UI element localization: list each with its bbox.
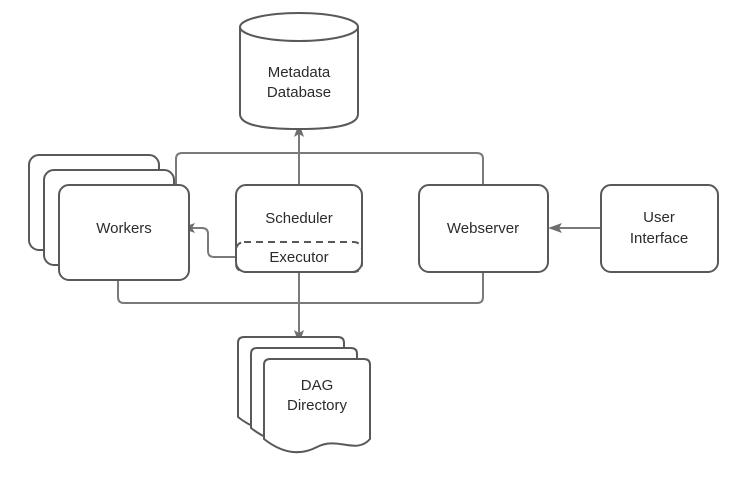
dag-directory-label-line1: DAG (301, 377, 334, 394)
connector-workers-to-dag (117, 272, 484, 304)
user-interface-label-line1: User (643, 209, 675, 226)
connector-group-ui-webserver (548, 223, 601, 233)
node-user-interface[interactable]: User Interface (600, 184, 719, 273)
node-workers[interactable]: Workers (28, 154, 190, 281)
node-metadata-database[interactable]: Metadata Database (239, 12, 359, 130)
user-interface-box (600, 184, 719, 273)
workers-stack-front (58, 184, 190, 281)
scheduler-label: Scheduler (265, 210, 333, 227)
webserver-box (418, 184, 549, 273)
arrowhead-to-webserver (548, 223, 562, 233)
scheduler-box (235, 184, 363, 273)
node-scheduler[interactable]: Scheduler (235, 184, 363, 273)
connector-workers-to-metadata (175, 152, 484, 192)
executor-box (235, 241, 363, 273)
user-interface-label-line2: Interface (630, 230, 688, 247)
node-executor[interactable]: Executor (235, 241, 363, 273)
cylinder-top (239, 12, 359, 42)
webserver-label: Webserver (447, 220, 519, 237)
dag-document-front (263, 358, 371, 454)
node-webserver[interactable]: Webserver (418, 184, 549, 273)
connector-group-top (175, 123, 484, 192)
connector-executor-to-workers (190, 227, 236, 258)
executor-label: Executor (269, 249, 328, 266)
workers-label: Workers (96, 220, 152, 237)
cylinder-body (239, 26, 359, 130)
node-dag-directory[interactable]: DAG Directory (237, 336, 371, 454)
connector-group-bottom (117, 272, 484, 344)
metadata-database-label-line2: Database (267, 84, 331, 101)
metadata-database-label-line1: Metadata (268, 64, 331, 81)
dag-directory-label-line2: Directory (287, 397, 348, 414)
